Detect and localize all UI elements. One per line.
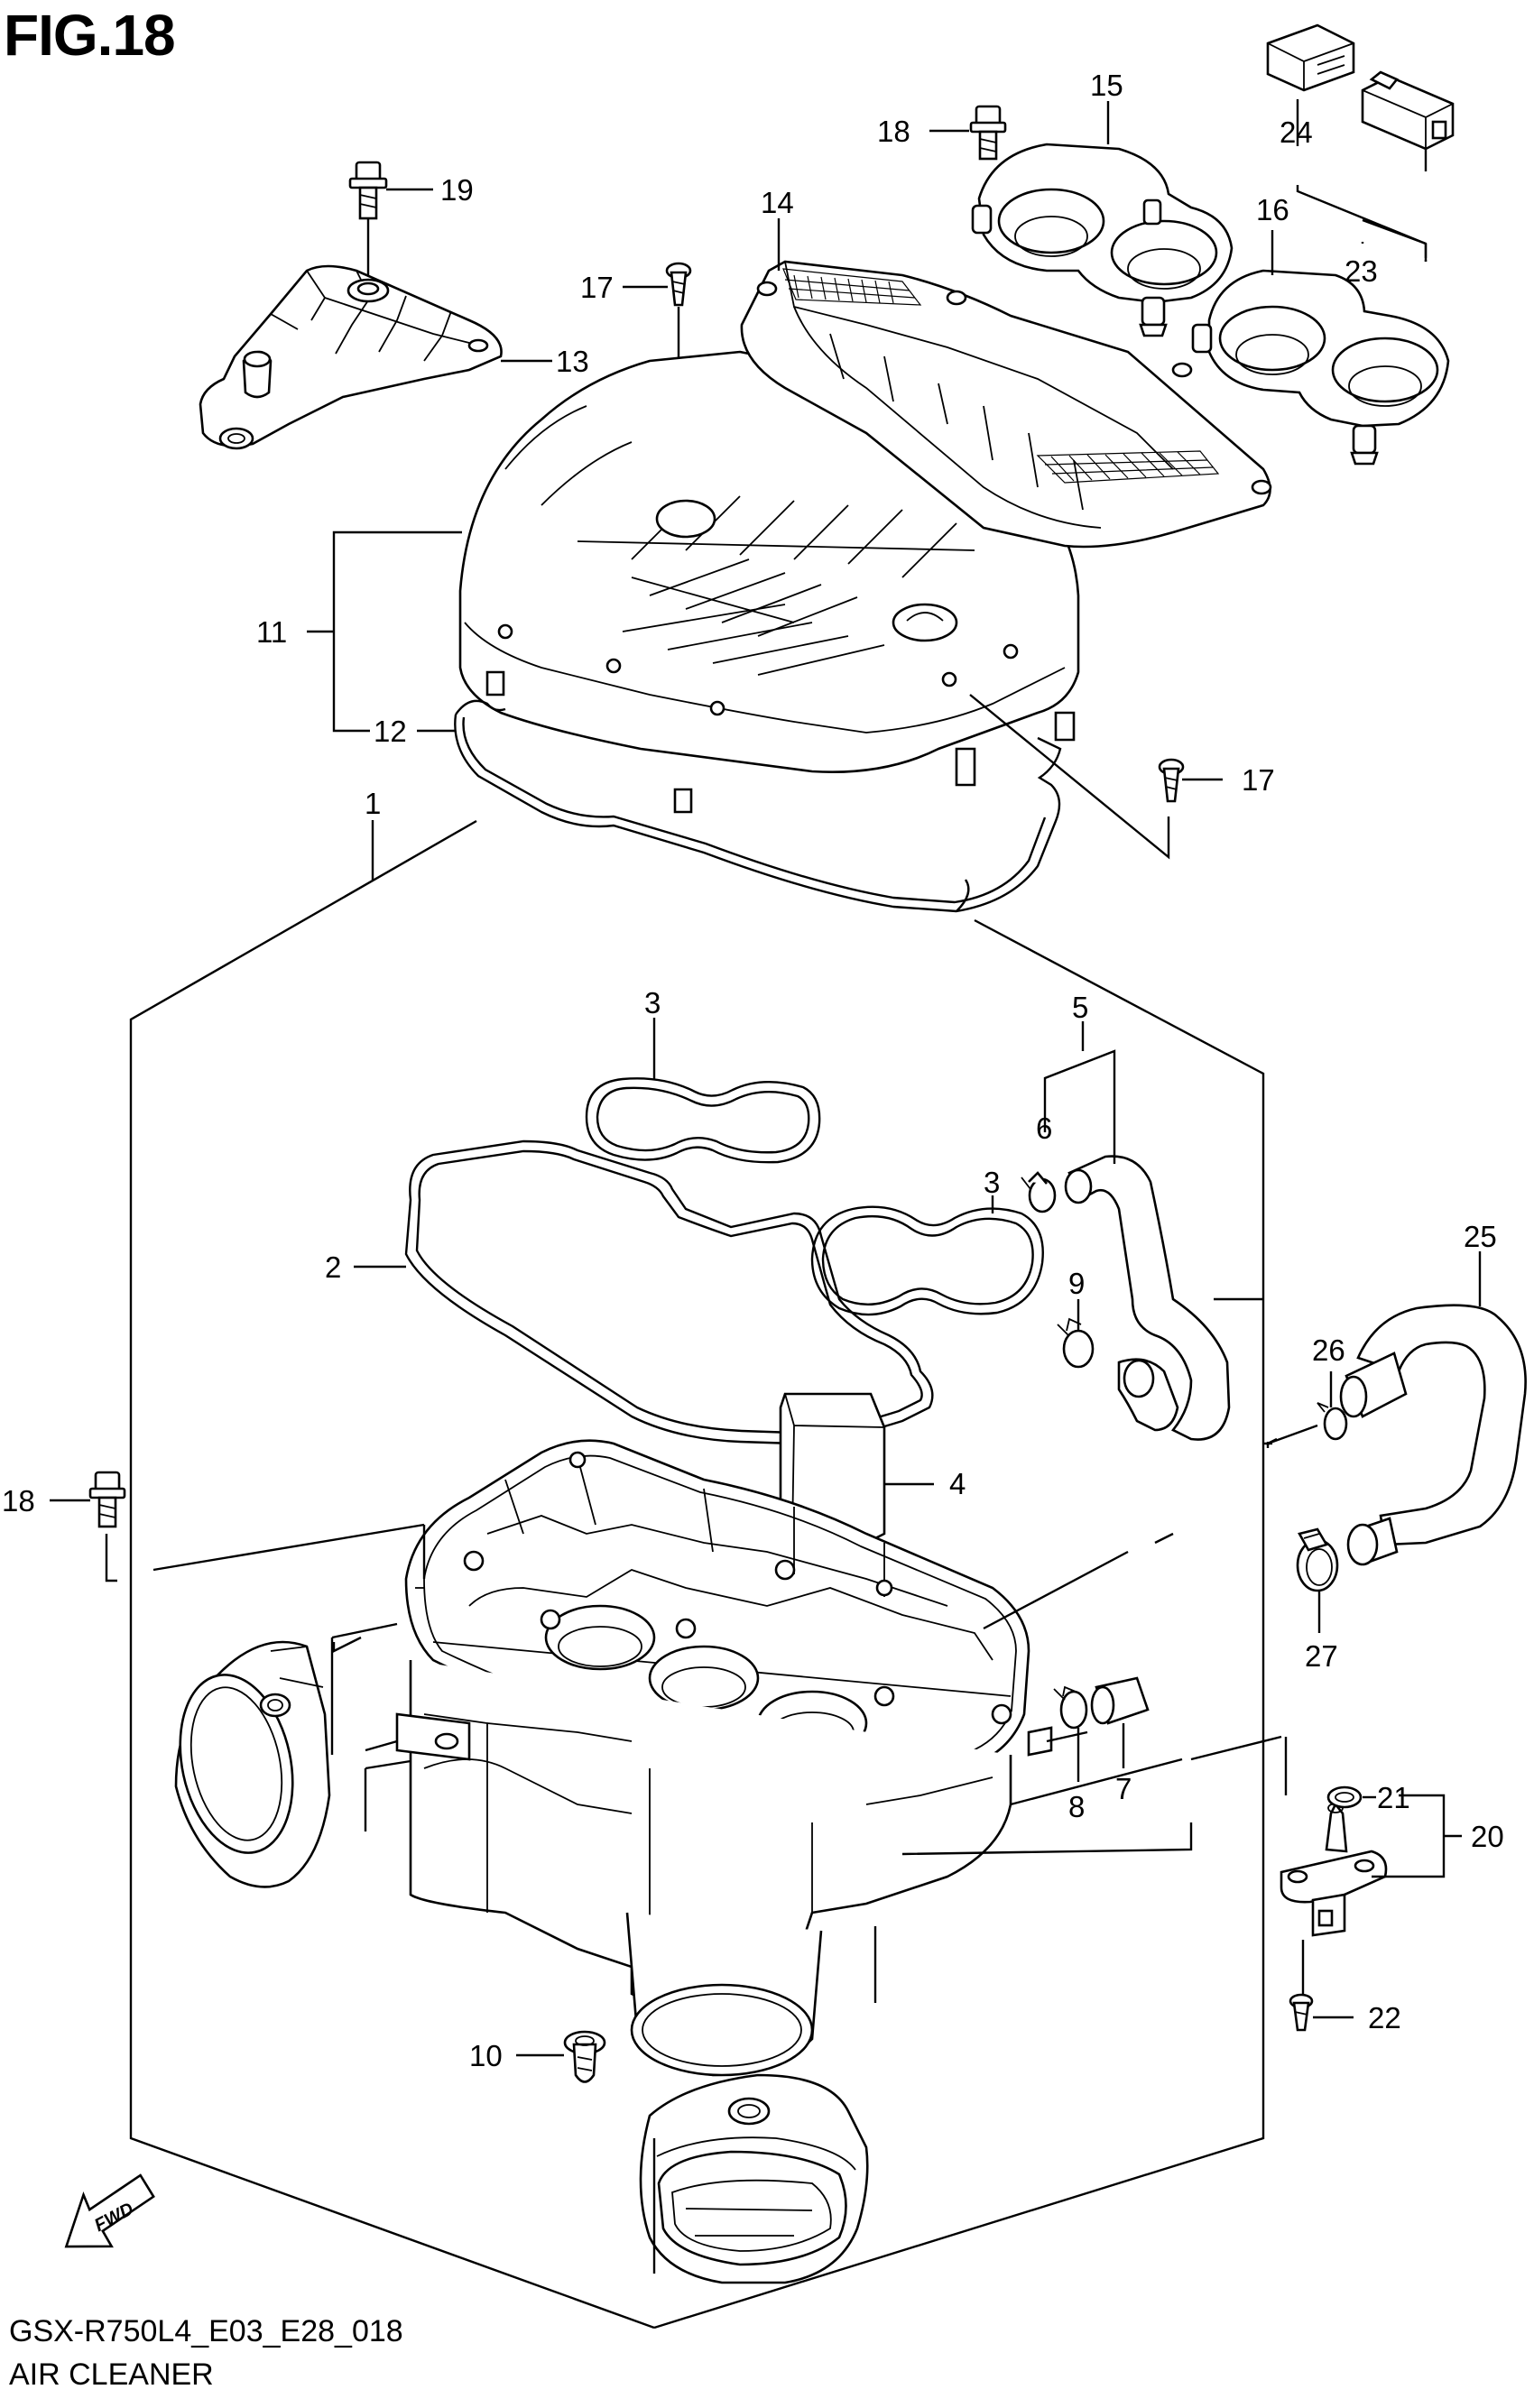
part-27-clamp: [1296, 1527, 1339, 1633]
callout-1: 1: [365, 787, 381, 820]
assembly-frame: [129, 819, 1265, 2330]
part-5-hose: [1043, 1021, 1231, 1441]
figure-title: FIG.18: [4, 3, 176, 68]
callout-17-right: 17: [1242, 763, 1275, 797]
model-code: GSX-R750L4_E03_E28_018: [9, 2314, 403, 2348]
callout-16: 16: [1256, 193, 1289, 226]
section-name: AIR CLEANER: [9, 2357, 214, 2392]
callout-21: 21: [1377, 1781, 1410, 1814]
callout-23: 23: [1345, 254, 1378, 288]
callout-leader-17-right: [969, 694, 1223, 860]
callout-6: 6: [1036, 1112, 1052, 1145]
callout-26: 26: [1312, 1333, 1345, 1367]
part-3-seal-lower: [810, 1195, 1044, 1316]
callout-15: 15: [1090, 69, 1123, 102]
callout-10: 10: [469, 2039, 503, 2072]
part-8-clip: [1053, 1685, 1088, 1782]
callout-11: 11: [256, 615, 287, 649]
callout-24: 24: [1280, 115, 1313, 149]
part-16-velocity-stack: [1191, 230, 1450, 466]
callout-2: 2: [325, 1250, 341, 1284]
part-24-connector: [1266, 23, 1355, 146]
callout-5: 5: [1072, 991, 1088, 1024]
callout-20: 20: [1471, 1820, 1504, 1853]
callout-4: 4: [949, 1467, 966, 1500]
part-13-cover: [199, 264, 552, 450]
part-18-bolt-top: [929, 105, 1007, 161]
part-6-clip: [1021, 1171, 1057, 1213]
part-7-cap: [1090, 1676, 1150, 1768]
part-22-screw: [1289, 1993, 1354, 2032]
callout-labels: 1 2 3 3 4 5 6 7 8 9 10 11 12 13 14 15 16…: [2, 69, 1504, 2072]
part-18-bolt-left: [50, 1471, 126, 1582]
callout-9: 9: [1068, 1267, 1085, 1300]
part-12-gasket: [454, 699, 1062, 913]
mesh-left: [782, 268, 922, 306]
callout-27: 27: [1305, 1639, 1338, 1673]
part-14-inner-cover: [740, 218, 1272, 549]
callout-18-left: 18: [2, 1484, 35, 1518]
part-15-velocity-stack: [971, 101, 1234, 337]
callout-14: 14: [761, 186, 794, 219]
part-23-connector: [1296, 70, 1455, 262]
callout-18-top: 18: [877, 115, 910, 148]
fwd-arrow-icon: FWD: [64, 2173, 155, 2248]
callout-7: 7: [1115, 1772, 1132, 1805]
intake-duct-bottom: [639, 2073, 869, 2284]
callout-3-upper: 3: [644, 986, 661, 1019]
part-20-sensor: [1280, 1794, 1462, 1994]
part-21-o-ring: [1326, 1785, 1376, 1809]
callout-8: 8: [1068, 1790, 1085, 1823]
part-26-clip: [1317, 1371, 1348, 1441]
callout-3-lower: 3: [984, 1166, 1000, 1199]
callout-17-top: 17: [580, 271, 614, 304]
intake-duct-left: [174, 1636, 362, 1888]
callout-19: 19: [440, 173, 474, 207]
part-9-clip: [1057, 1299, 1095, 1369]
part-1-air-cleaner-box: [395, 1439, 1053, 2077]
guide-lines: [152, 1297, 1318, 2003]
part-3-seal-upper: [585, 1018, 821, 1164]
part-10-clip: [516, 2030, 606, 2083]
callout-22: 22: [1368, 2001, 1401, 2034]
part-2-gasket: [354, 1139, 934, 1445]
part-19-bolt: [348, 161, 433, 275]
mesh-right: [1036, 450, 1220, 484]
callout-12: 12: [374, 715, 407, 748]
callout-bracket-11-12: [307, 530, 462, 733]
part-25-hose: [1339, 1251, 1527, 1566]
part-17-screw-right: [1158, 758, 1185, 803]
callout-25: 25: [1464, 1220, 1497, 1253]
callout-13: 13: [556, 345, 589, 378]
